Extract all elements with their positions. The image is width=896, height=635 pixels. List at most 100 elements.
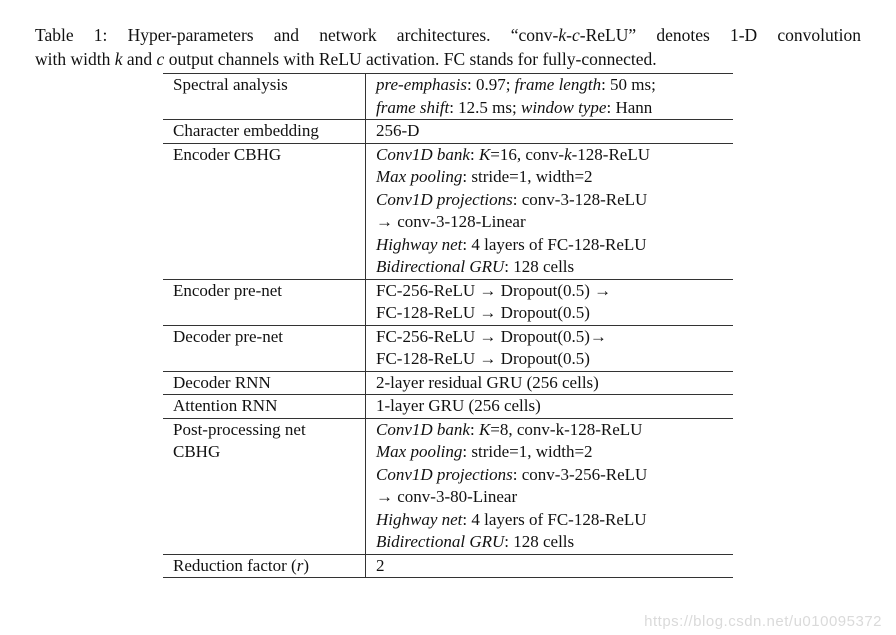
- italic-text-segment: k: [558, 25, 567, 45]
- italic-text-segment: c: [156, 49, 165, 69]
- italic-text-segment: K: [478, 144, 491, 164]
- row-value-cell: 256-D: [365, 119, 733, 144]
- value-line: Conv1D projections: conv-3-256-ReLU: [376, 464, 733, 487]
- label-line: Encoder pre-net: [173, 280, 365, 303]
- text-segment: =8, conv-k-128-ReLU: [490, 419, 643, 439]
- italic-text-segment: Bidirectional GRU: [376, 257, 505, 276]
- text-segment: output channels with ReLU activation. FC…: [164, 49, 657, 69]
- text-segment: Character embedding: [173, 121, 319, 140]
- row-value-cell: pre-emphasis: 0.97; frame length: 50 ms;…: [365, 73, 733, 120]
- text-segment: : conv-3-256-ReLU: [512, 464, 648, 484]
- italic-text-segment: pre-emphasis: [376, 75, 467, 94]
- text-segment: CBHG: [173, 442, 221, 461]
- italic-text-segment: Conv1D bank: [376, 419, 470, 439]
- italic-text-segment: window type: [521, 97, 607, 117]
- label-line: Decoder pre-net: [173, 326, 365, 349]
- label-line: Decoder RNN: [173, 372, 365, 395]
- text-segment: → conv-3-128-Linear: [376, 212, 526, 231]
- text-segment: -128-ReLU: [571, 144, 651, 164]
- value-line: Highway net: 4 layers of FC-128-ReLU: [376, 509, 733, 532]
- value-line: FC-128-ReLU → Dropout(0.5): [376, 348, 733, 371]
- value-line: Conv1D bank: K=8, conv-k-128-ReLU: [376, 419, 733, 442]
- value-line: 2: [376, 555, 733, 578]
- text-segment: Post-processing net: [173, 419, 306, 439]
- italic-text-segment: Max pooling: [376, 442, 463, 461]
- table-row: Encoder pre-net FC-256-ReLU → Dropout(0.5…: [163, 279, 733, 326]
- text-segment: 2-layer residual GRU (256 cells): [376, 372, 599, 392]
- row-label-cell: Character embedding: [163, 119, 366, 144]
- value-line: frame shift: 12.5 ms; window type: Hann: [376, 97, 733, 120]
- text-segment: : conv-3-128-ReLU: [512, 189, 648, 209]
- row-value-cell: FC-256-ReLU → Dropout(0.5)→ FC-128-ReLU →…: [365, 325, 733, 372]
- text-segment: FC-128-ReLU → Dropout(0.5): [376, 303, 590, 322]
- text-segment: : Hann: [606, 97, 653, 117]
- italic-text-segment: k: [114, 49, 123, 69]
- value-line: Conv1D bank: K=16, conv-k-128-ReLU: [376, 144, 733, 167]
- italic-text-segment: Max pooling: [376, 167, 463, 186]
- hyperparameters-table-body: Spectral analysis pre-emphasis: 0.97; fra…: [163, 73, 733, 578]
- text-segment: -: [566, 25, 572, 45]
- text-segment: : 50 ms;: [601, 75, 656, 94]
- italic-text-segment: k: [564, 144, 572, 164]
- text-segment: 1-layer GRU (256 cells): [376, 396, 541, 415]
- row-label-cell: Reduction factor (r): [163, 554, 366, 578]
- italic-text-segment: frame length: [514, 75, 602, 94]
- text-segment: Spectral analysis: [173, 75, 288, 94]
- text-segment: Encoder pre-net: [173, 280, 283, 300]
- text-segment: FC-128-ReLU → Dropout(0.5): [376, 349, 590, 368]
- value-line: 2-layer residual GRU (256 cells): [376, 372, 733, 395]
- caption-line-1: Table 1: Hyper-parameters and network ar…: [35, 23, 861, 47]
- row-label-cell: Encoder pre-net: [163, 279, 366, 326]
- value-line: FC-256-ReLU → Dropout(0.5)→: [376, 326, 733, 349]
- text-segment: : 128 cells: [504, 532, 575, 551]
- italic-text-segment: Highway net: [376, 509, 463, 529]
- italic-text-segment: frame shift: [376, 97, 450, 117]
- italic-text-segment: Conv1D projections: [376, 189, 513, 209]
- value-line: Max pooling: stride=1, width=2: [376, 166, 733, 189]
- text-segment: 256-D: [376, 121, 420, 140]
- label-line: Post-processing net: [173, 419, 365, 442]
- table-row: Character embedding 256-D: [163, 119, 733, 144]
- italic-text-segment: r: [296, 555, 304, 575]
- value-line: 256-D: [376, 120, 733, 143]
- text-segment: Attention RNN: [173, 396, 278, 415]
- text-segment: Decoder pre-net: [173, 326, 283, 346]
- text-segment: Table 1: Hyper-parameters and network ar…: [35, 25, 559, 45]
- table-row: Spectral analysis pre-emphasis: 0.97; fra…: [163, 73, 733, 120]
- italic-text-segment: Highway net: [376, 234, 463, 254]
- italic-text-segment: Bidirectional GRU: [376, 532, 505, 551]
- italic-text-segment: Conv1D bank: [376, 144, 470, 164]
- hyperparameters-table: Spectral analysis pre-emphasis: 0.97; fra…: [163, 73, 733, 578]
- caption-line-2: with width k and c output channels with …: [35, 47, 861, 71]
- value-line: → conv-3-80-Linear: [376, 486, 733, 509]
- text-segment: and: [122, 49, 157, 69]
- text-segment: =16, conv-: [490, 144, 565, 164]
- text-segment: :: [469, 144, 479, 164]
- text-segment: FC-256-ReLU → Dropout(0.5)→: [376, 326, 607, 346]
- text-segment: Reduction factor (: [173, 555, 297, 575]
- table-row: Decoder pre-net FC-256-ReLU → Dropout(0.5…: [163, 325, 733, 372]
- text-segment: with width: [35, 49, 115, 69]
- value-line: Max pooling: stride=1, width=2: [376, 441, 733, 464]
- value-line: → conv-3-128-Linear: [376, 211, 733, 234]
- text-segment: :: [469, 419, 479, 439]
- text-segment: FC-256-ReLU → Dropout(0.5) →: [376, 280, 612, 300]
- value-line: FC-256-ReLU → Dropout(0.5) →: [376, 280, 733, 303]
- value-line: 1-layer GRU (256 cells): [376, 395, 733, 418]
- value-line: Highway net: 4 layers of FC-128-ReLU: [376, 234, 733, 257]
- label-line: Reduction factor (r): [173, 555, 365, 578]
- row-value-cell: FC-256-ReLU → Dropout(0.5) → FC-128-ReLU …: [365, 279, 733, 326]
- label-line: Character embedding: [173, 120, 365, 143]
- row-label-cell: Encoder CBHG: [163, 143, 366, 280]
- table-row: Reduction factor (r) 2: [163, 554, 733, 578]
- text-segment: ): [303, 555, 309, 575]
- value-line: Bidirectional GRU: 128 cells: [376, 531, 733, 554]
- text-segment: Decoder RNN: [173, 372, 271, 392]
- text-segment: -ReLU” denotes 1-D convolution: [579, 25, 861, 45]
- row-label-cell: Decoder pre-net: [163, 325, 366, 372]
- text-segment: : 4 layers of FC-128-ReLU: [462, 509, 647, 529]
- table-row: Attention RNN 1-layer GRU (256 cells): [163, 394, 733, 419]
